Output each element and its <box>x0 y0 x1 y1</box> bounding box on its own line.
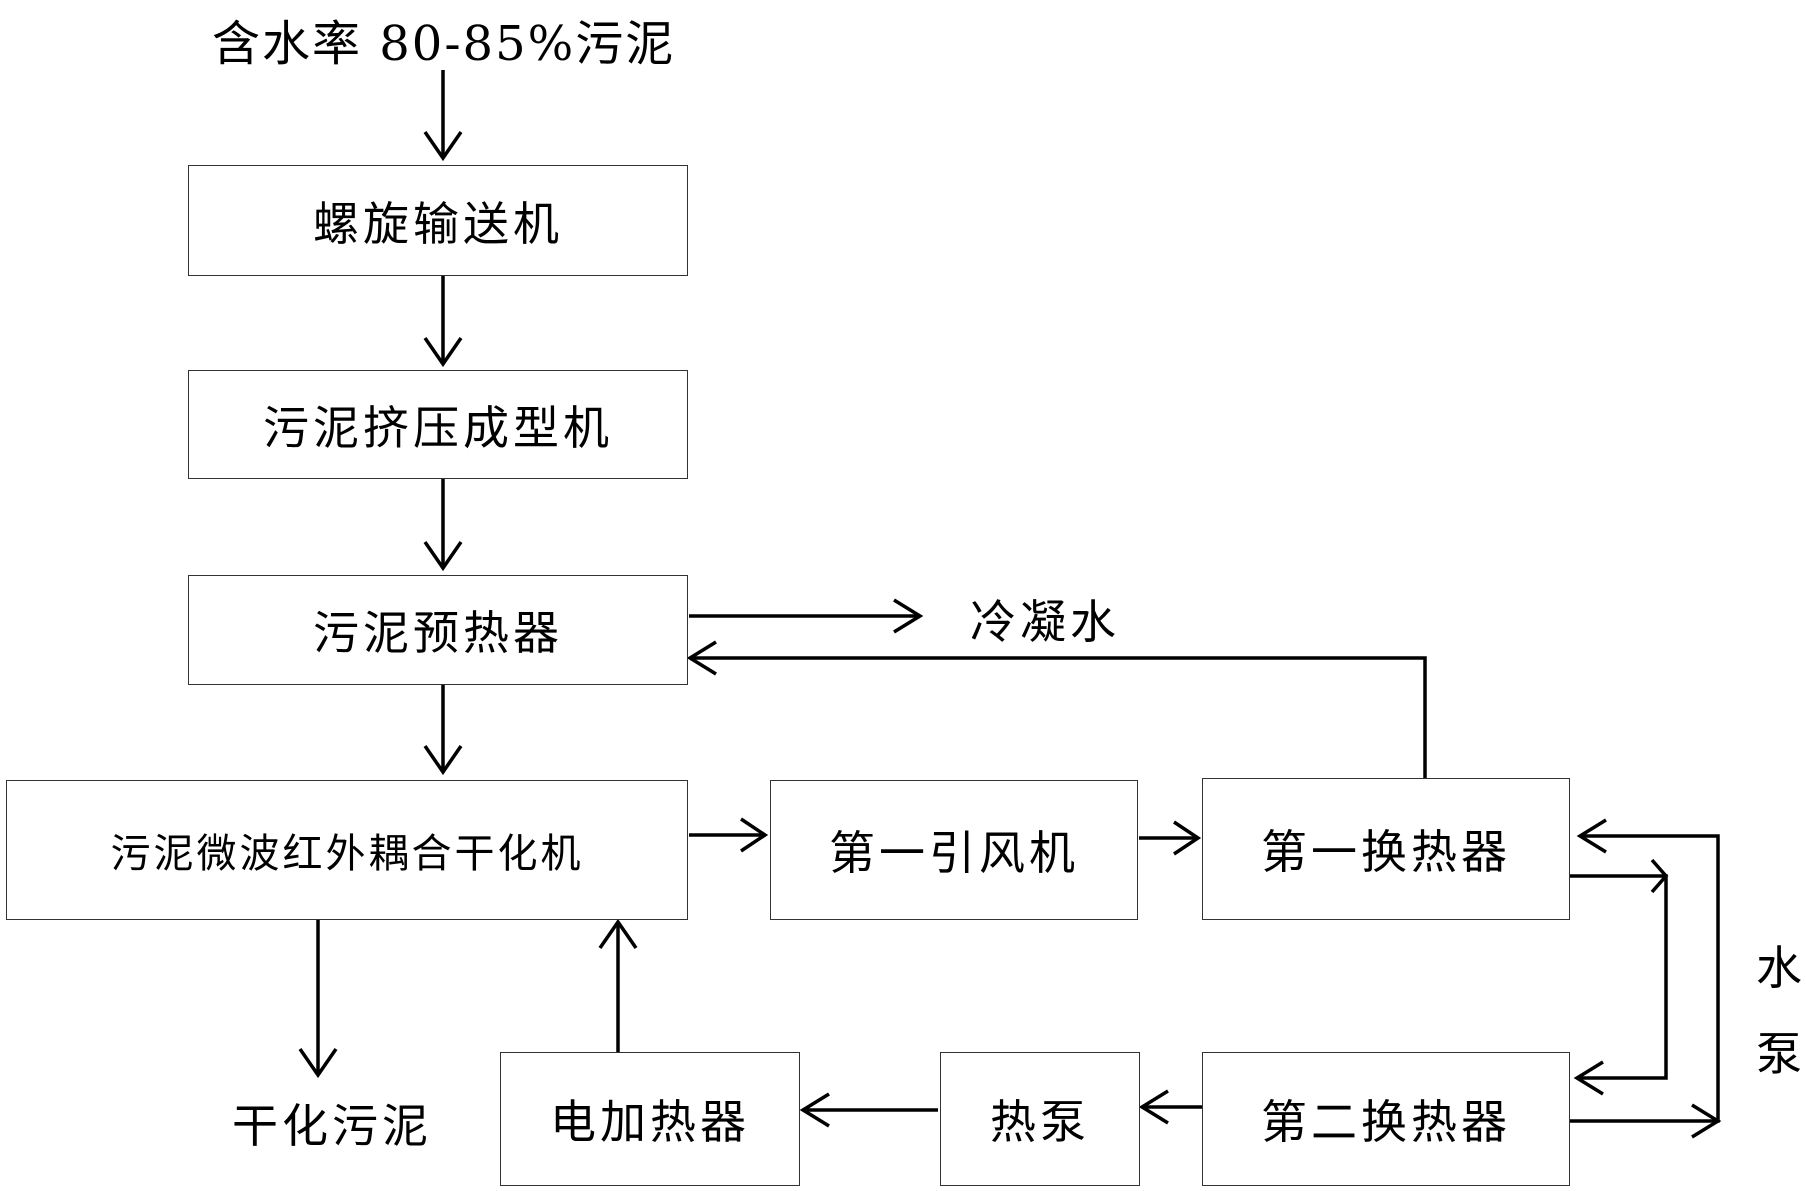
arrowhead <box>423 541 463 572</box>
arrowhead <box>1173 820 1202 856</box>
arrow-hx1-to-hx2 <box>1568 874 1668 1080</box>
dried-sludge-label: 干化污泥 <box>232 1099 432 1153</box>
arrow-hx2-to-hx1 <box>1568 834 1720 1123</box>
electric-heater-box: 电加热器 <box>500 1052 800 1186</box>
arrowhead <box>893 598 924 634</box>
fan-box: 第一引风机 <box>770 780 1138 920</box>
arrowhead <box>298 1048 338 1079</box>
hx2-label: 第二换热器 <box>1261 1095 1511 1149</box>
arrowhead <box>423 131 463 162</box>
input-label: 含水率 80-85%污泥 <box>212 16 676 72</box>
arrowhead <box>423 745 463 776</box>
arrowhead <box>1138 1089 1169 1125</box>
condensate-label: 冷凝水 <box>970 595 1120 649</box>
arrowhead <box>1573 1060 1604 1096</box>
screw-conveyor-box: 螺旋输送机 <box>188 165 688 276</box>
extruder-label: 污泥挤压成型机 <box>263 400 613 455</box>
arrowhead <box>598 918 638 949</box>
heat-pump-box: 热泵 <box>940 1052 1140 1186</box>
arrowhead <box>1691 1103 1722 1139</box>
hx2-box: 第二换热器 <box>1202 1052 1570 1186</box>
screw-conveyor-label: 螺旋输送机 <box>313 196 563 251</box>
water-pump-label: 水泵 <box>1756 941 1802 1081</box>
hx1-box: 第一换热器 <box>1202 778 1570 920</box>
heat-pump-label: 热泵 <box>990 1095 1090 1149</box>
dryer-box: 污泥微波红外耦合干化机 <box>6 780 688 920</box>
arrowhead <box>740 817 769 853</box>
preheater-label: 污泥预热器 <box>313 606 563 660</box>
extruder-box: 污泥挤压成型机 <box>188 370 688 479</box>
arrow-hx1-to-preheater <box>690 656 1427 778</box>
fan-label: 第一引风机 <box>829 826 1079 880</box>
preheater-box: 污泥预热器 <box>188 575 688 685</box>
arrowhead <box>1576 818 1607 854</box>
arrowhead <box>423 337 463 368</box>
arrowhead <box>686 640 717 676</box>
arrowhead <box>799 1092 830 1128</box>
dryer-label: 污泥微波红外耦合干化机 <box>110 831 584 877</box>
arrowhead <box>1650 858 1669 894</box>
hx1-label: 第一换热器 <box>1261 825 1511 879</box>
electric-heater-label: 电加热器 <box>550 1095 750 1149</box>
